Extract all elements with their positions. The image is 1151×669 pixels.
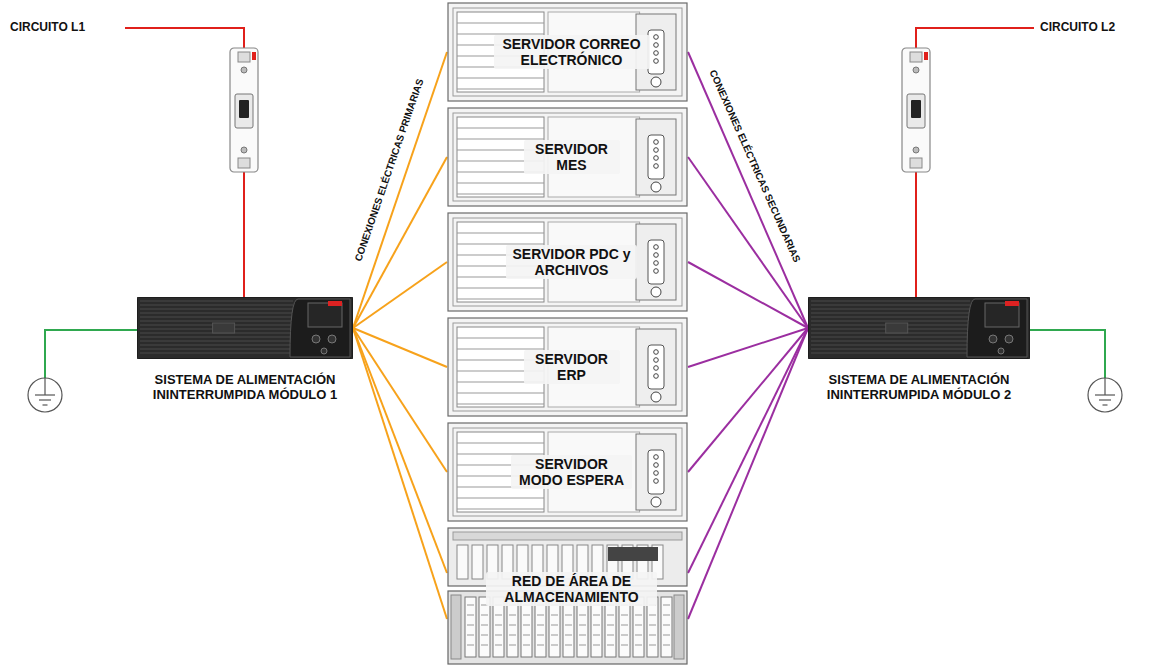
supply-wire bbox=[916, 28, 1034, 50]
ups-module: SISTEMA DE ALIMENTACIÓN ININTERRUMPIDA M… bbox=[808, 297, 1030, 359]
server-label: SERVIDOR MES bbox=[524, 140, 620, 174]
power-connection bbox=[353, 328, 447, 619]
power-connection bbox=[688, 328, 808, 619]
ground-wire bbox=[45, 330, 137, 378]
server-unit: SERVIDOR CORREO ELECTRÓNICO bbox=[447, 2, 688, 102]
power-connection bbox=[353, 262, 447, 328]
ups-illustration bbox=[137, 297, 353, 359]
ups-caption: SISTEMA DE ALIMENTACIÓN ININTERRUMPIDA M… bbox=[145, 373, 345, 403]
circuit-breaker bbox=[902, 48, 930, 172]
server-unit: SERVIDOR MES bbox=[447, 107, 688, 207]
server-label: SERVIDOR MODO ESPERA bbox=[511, 455, 632, 489]
ground-wire bbox=[1030, 330, 1105, 378]
power-connection bbox=[353, 328, 447, 573]
server-label: RED DE ÁREA DE ALMACENAMIENTO bbox=[486, 572, 657, 606]
power-connection bbox=[688, 328, 808, 367]
power-connection bbox=[353, 52, 447, 328]
supply-wire bbox=[243, 172, 245, 297]
server-label: SERVIDOR ERP bbox=[524, 350, 620, 384]
circuit-label: CIRCUITO L1 bbox=[10, 20, 85, 34]
ups-illustration bbox=[808, 297, 1030, 359]
power-connection bbox=[688, 328, 808, 573]
supply-wire bbox=[125, 28, 244, 50]
ups-caption: SISTEMA DE ALIMENTACIÓN ININTERRUMPIDA M… bbox=[819, 373, 1019, 403]
server-label: SERVIDOR CORREO ELECTRÓNICO bbox=[494, 35, 650, 69]
circuit-breaker bbox=[230, 48, 258, 172]
ups-module: SISTEMA DE ALIMENTACIÓN ININTERRUMPIDA M… bbox=[137, 297, 353, 359]
power-connection bbox=[688, 52, 808, 328]
supply-wire bbox=[915, 172, 917, 297]
circuit-label: CIRCUITO L2 bbox=[1040, 20, 1115, 34]
ground-symbol bbox=[1088, 378, 1122, 412]
storage-unit: RED DE ÁREA DE ALMACENAMIENTO bbox=[447, 527, 688, 665]
ground-symbol bbox=[28, 378, 62, 412]
power-connection bbox=[688, 262, 808, 328]
power-connection bbox=[353, 328, 447, 367]
server-unit: SERVIDOR PDC y ARCHIVOS bbox=[447, 212, 688, 312]
connection-label: CONEXIONES ELÉCTRICAS SECUNDARIAS bbox=[707, 68, 802, 264]
server-unit: SERVIDOR MODO ESPERA bbox=[447, 422, 688, 522]
server-unit: SERVIDOR ERP bbox=[447, 317, 688, 417]
server-label: SERVIDOR PDC y ARCHIVOS bbox=[506, 245, 637, 279]
connection-label: CONEXIONES ELÉCTRICAS PRIMARIAS bbox=[353, 77, 426, 262]
